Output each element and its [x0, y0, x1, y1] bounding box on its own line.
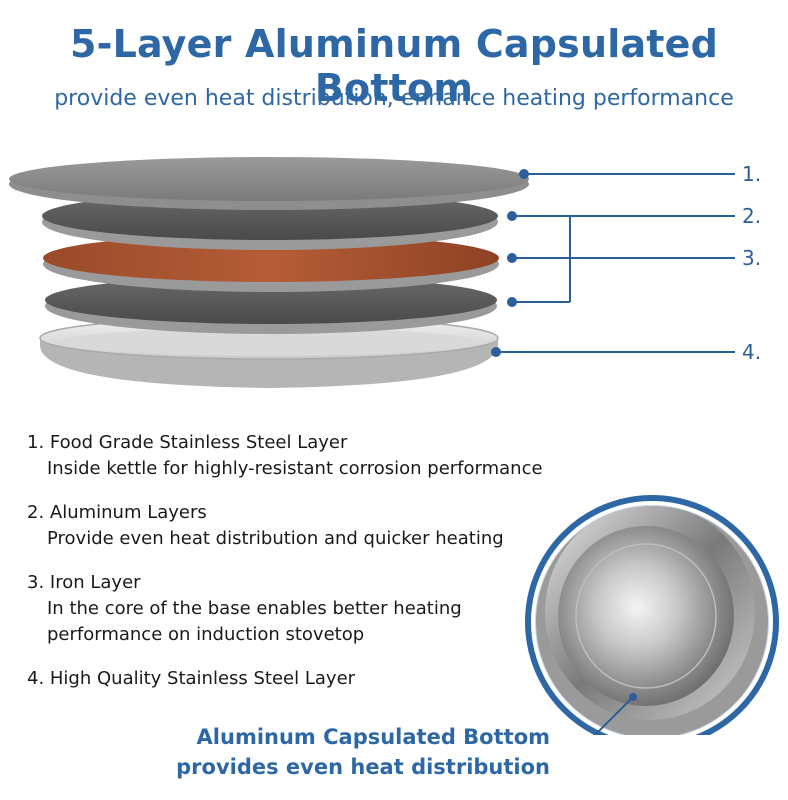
- callout-line-1: Aluminum Capsulated Bottom: [196, 725, 550, 749]
- description-3-heading: 3. Iron Layer: [27, 572, 141, 593]
- layer-label-2: 2.: [742, 204, 762, 228]
- layer-label-4: 4.: [742, 340, 762, 364]
- description-1: 1. Food Grade Stainless Steel Layer Insi…: [27, 430, 543, 482]
- leader-lines: [491, 169, 735, 357]
- description-2: 2. Aluminum Layers Provide even heat dis…: [27, 500, 504, 552]
- layer-1-stainless-top: [9, 157, 529, 210]
- kettle-bottom-closeup: [525, 495, 779, 735]
- description-3-line-1: In the core of the base enables better h…: [47, 598, 462, 619]
- page-title: 5-Layer Aluminum Capsulated Bottom: [69, 22, 719, 110]
- description-4-heading: 4. High Quality Stainless Steel Layer: [27, 668, 356, 689]
- page-subtitle: provide even heat distribution, enhance …: [54, 86, 734, 111]
- description-4: 4. High Quality Stainless Steel Layer: [27, 666, 355, 692]
- description-3: 3. Iron Layer In the core of the base en…: [27, 570, 462, 648]
- description-1-heading: 1. Food Grade Stainless Steel Layer: [27, 432, 348, 453]
- layer-diagram: [9, 157, 735, 388]
- layer-label-1: 1.: [742, 162, 762, 186]
- callout-text: Aluminum Capsulated Bottom provides even…: [150, 722, 550, 782]
- description-2-heading: 2. Aluminum Layers: [27, 502, 207, 523]
- callout-line-2: provides even heat distribution: [176, 755, 550, 779]
- description-2-line-1: Provide even heat distribution and quick…: [47, 528, 504, 549]
- layer-label-3: 3.: [742, 246, 762, 270]
- description-1-line-1: Inside kettle for highly-resistant corro…: [47, 458, 543, 479]
- description-3-line-2: performance on induction stovetop: [47, 624, 365, 645]
